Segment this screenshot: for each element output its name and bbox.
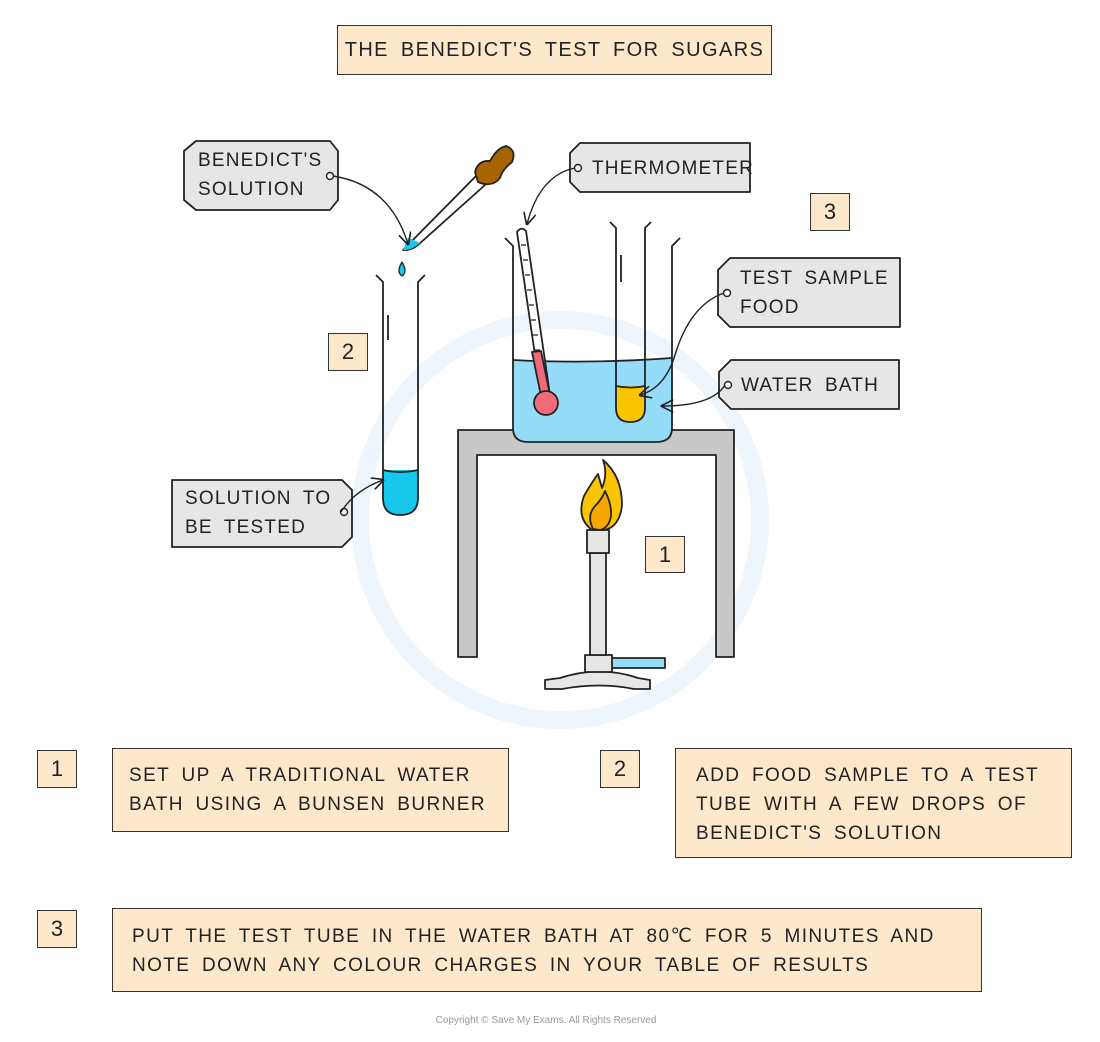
title-box: THE BENEDICT'S TEST FOR SUGARS (337, 25, 772, 75)
step-number-1: 1 (37, 750, 77, 788)
beaker (504, 237, 681, 443)
test-tube-in-bath (609, 221, 652, 423)
watermark (351, 311, 769, 729)
diagram-number-2: 2 (328, 333, 368, 371)
label-line: BENEDICT'S (198, 150, 323, 171)
label-benedicts-solution: BENEDICT'S SOLUTION (182, 145, 322, 205)
label-thermometer: THERMOMETER (576, 153, 754, 183)
tag-water-bath (718, 359, 900, 410)
step-3-text: PUT THE TEST TUBE IN THE WATER BATH AT 8… (132, 926, 935, 976)
label-line: TEST SAMPLE (740, 268, 889, 289)
label-line: SOLUTION TO (185, 488, 332, 509)
tag-thermometer (569, 142, 751, 193)
diagram-number-3: 3 (810, 193, 850, 231)
burner-base (544, 670, 651, 690)
label-line: THERMOMETER (592, 157, 755, 179)
tag-solution-to-be-tested (171, 479, 353, 548)
flame-inner (589, 490, 613, 531)
label-solution-to-be-tested: SOLUTION TO BE TESTED (169, 483, 331, 543)
step-2-text: ADD FOOD SAMPLE TO A TEST TUBE WITH A FE… (696, 765, 1039, 844)
step-1-text: SET UP A TRADITIONAL WATER BATH USING A … (129, 765, 486, 815)
label-line: BE TESTED (185, 517, 307, 538)
label-line: SOLUTION (198, 179, 305, 200)
test-tube-left (375, 274, 426, 516)
burner-collar (586, 529, 610, 554)
label-water-bath: WATER BATH (725, 370, 879, 400)
tripod-stand (457, 429, 735, 658)
copyright: Copyright © Save My Exams. All Rights Re… (435, 1015, 657, 1026)
diagram-number-1: 1 (645, 536, 685, 573)
step-1-box: SET UP A TRADITIONAL WATER BATH USING A … (112, 748, 509, 832)
food-sample (616, 386, 645, 422)
burner-barrel (589, 552, 607, 656)
thermometer-bulb (533, 390, 559, 416)
label-line: FOOD (740, 297, 800, 318)
label-line: WATER BATH (741, 374, 880, 396)
step-2-box: ADD FOOD SAMPLE TO A TEST TUBE WITH A FE… (675, 748, 1072, 858)
tag-benedicts-solution (183, 140, 339, 211)
step-number-2: 2 (600, 750, 640, 788)
dropper (402, 175, 486, 252)
drop (398, 261, 406, 277)
title: THE BENEDICT'S TEST FOR SUGARS (344, 38, 765, 61)
benedicts-in-tube (383, 470, 418, 515)
dropper-bulb (474, 145, 515, 186)
gas-tube (607, 657, 666, 669)
label-test-sample-food: TEST SAMPLE FOOD (724, 263, 889, 323)
step-3-box: PUT THE TEST TUBE IN THE WATER BATH AT 8… (112, 908, 982, 992)
tag-test-sample-food (717, 257, 901, 328)
step-number-3: 3 (37, 910, 77, 948)
